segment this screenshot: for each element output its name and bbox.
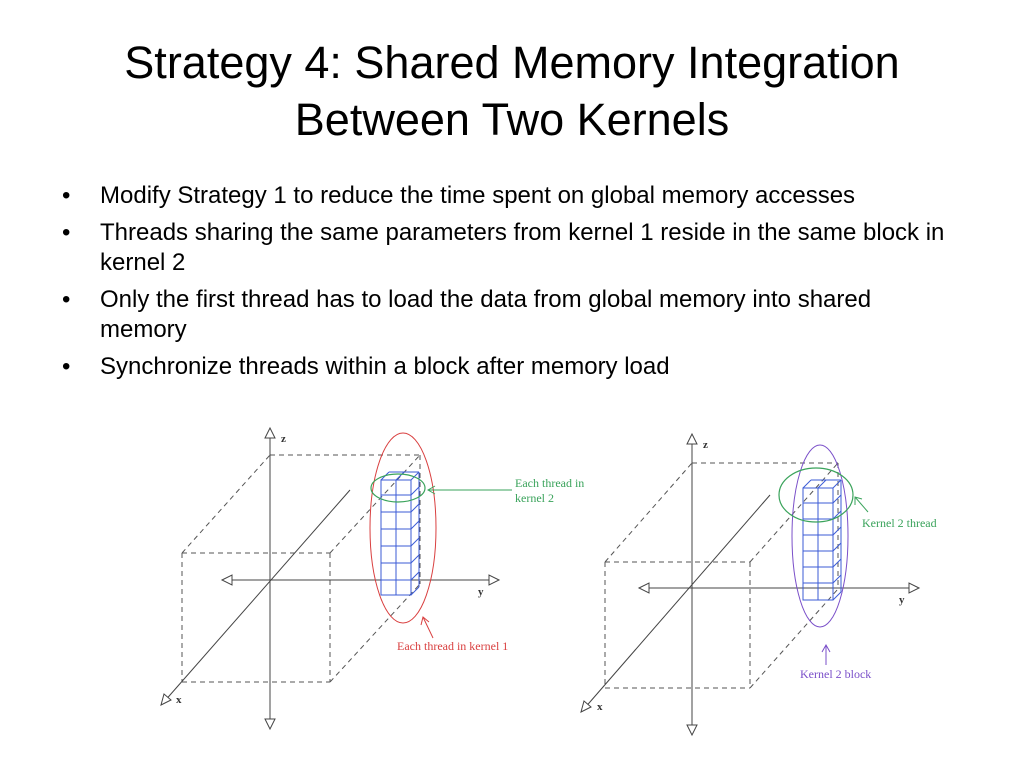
left-axis-y-label: y xyxy=(478,586,484,598)
bullet-text: Only the first thread has to load the da… xyxy=(100,286,872,343)
left-kernel2-ellipse xyxy=(370,473,426,503)
bullet-list: • Modify Strategy 1 to reduce the time sp… xyxy=(62,181,962,389)
right-axis-y-label: y xyxy=(899,594,905,606)
left-thread-column xyxy=(380,471,420,596)
left-axis-z-label: z xyxy=(281,433,286,445)
bullet-item: • Modify Strategy 1 to reduce the time sp… xyxy=(62,181,962,211)
right-kernel2-thread-ellipse xyxy=(778,467,854,523)
left-cube xyxy=(181,454,421,683)
right-green-arrow xyxy=(854,496,869,513)
right-axis-z-label: z xyxy=(703,439,708,451)
bullet-item: • Threads sharing the same parameters fro… xyxy=(62,218,962,278)
bullet-text: Threads sharing the same parameters from… xyxy=(100,219,945,276)
right-purple-label: Kernel 2 block xyxy=(800,667,871,681)
bullet-text: Synchronize threads within a block after… xyxy=(100,353,670,380)
left-axis-x-label: x xyxy=(176,694,182,706)
right-purple-arrow xyxy=(821,643,831,665)
right-green-label: Kernel 2 thread xyxy=(862,516,937,530)
bullet-icon: • xyxy=(62,353,71,380)
left-red-label: Each thread in kernel 1 xyxy=(397,639,508,653)
left-kernel1-ellipse xyxy=(369,432,437,624)
left-green-label-line2: kernel 2 xyxy=(515,491,554,505)
left-green-label-line1: Each thread in xyxy=(515,476,584,490)
bullet-text: Modify Strategy 1 to reduce the time spe… xyxy=(100,182,856,209)
right-axis-x-label: x xyxy=(597,701,603,713)
right-kernel2-block-ellipse xyxy=(791,444,849,628)
left-axes xyxy=(160,426,501,731)
right-axes xyxy=(580,432,921,737)
right-cube xyxy=(604,462,839,689)
bullet-icon: • xyxy=(62,286,71,313)
bullet-item: • Synchronize threads within a block afte… xyxy=(62,352,962,382)
bullet-icon: • xyxy=(62,219,71,246)
left-green-arrow xyxy=(426,485,512,495)
left-red-arrow xyxy=(420,616,434,639)
slide-title: Strategy 4: Shared Memory Integration Be… xyxy=(124,37,900,145)
bullet-item: • Only the first thread has to load the d… xyxy=(62,285,962,345)
right-thread-column xyxy=(802,479,842,601)
bullet-icon: • xyxy=(62,182,71,209)
